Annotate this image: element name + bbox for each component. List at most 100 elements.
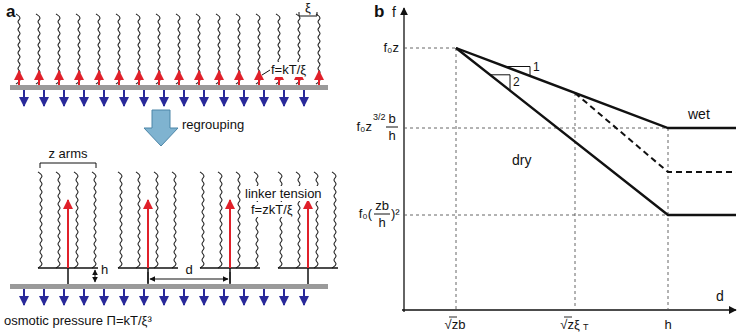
polymer-chain: [56, 14, 60, 84]
force-formula: f=kT/ξ: [270, 62, 307, 77]
linker-stem: [229, 268, 231, 284]
polymer-chain: [92, 172, 96, 268]
numerator: b: [388, 111, 395, 126]
force-arrow: [38, 71, 40, 85]
force-arrow: [223, 289, 225, 305]
y-axis: [403, 8, 404, 312]
dimension-tick: [148, 272, 149, 283]
denominator: h: [378, 215, 385, 230]
force-arrow: [203, 90, 205, 106]
polymer-chain: [76, 14, 80, 84]
guide-lines: [404, 48, 668, 310]
axis-label: d: [716, 288, 724, 304]
force-arrow: [63, 289, 65, 305]
force-arrow: [78, 71, 80, 85]
force-arrow: [143, 289, 145, 305]
polymer-chain: [96, 14, 100, 84]
polymer-chain: [316, 14, 320, 84]
force-arrow: [238, 71, 240, 85]
force-arrow: [303, 289, 305, 305]
polymer-chain: [38, 172, 42, 268]
leader-line: [262, 70, 270, 75]
force-arrow: [147, 200, 149, 268]
polymer-chain: [74, 172, 78, 268]
force-arrow: [243, 90, 245, 106]
force-arrow: [283, 289, 285, 305]
force-arrow: [229, 200, 231, 268]
height-label: h: [101, 262, 108, 277]
polymer-chain: [116, 14, 120, 84]
slope-label: 1: [533, 60, 540, 74]
arms-brace: [40, 163, 96, 168]
polymer-chain: [236, 14, 240, 84]
h-dimension: [95, 270, 96, 282]
force-arrow: [67, 200, 69, 268]
force-arrow: [43, 289, 45, 305]
force-arrow: [243, 289, 245, 305]
force-arrow: [183, 90, 185, 106]
force-arrow: [98, 71, 100, 85]
force-arrow: [318, 71, 320, 85]
force-arrows: [19, 71, 338, 305]
panel-letter: a: [6, 2, 15, 22]
slope-triangle: [490, 75, 510, 91]
wet-curve: [456, 48, 736, 128]
polymer-chain: [36, 14, 40, 84]
force-arrow: [23, 289, 25, 305]
polymer-chain: [236, 172, 240, 268]
distance-label: d: [184, 262, 193, 277]
polymer-chain: [176, 14, 180, 84]
force-arrow: [23, 90, 25, 106]
polymer-chain: [216, 14, 220, 84]
exponent: 3/2: [373, 112, 386, 122]
fraction-bar: [386, 127, 398, 128]
force-arrow: [158, 71, 160, 85]
force-arrow: [83, 90, 85, 106]
force-arrow: [18, 71, 20, 85]
force-arrow: [163, 289, 165, 305]
force-arrow: [123, 289, 125, 305]
force-arrow: [203, 289, 205, 305]
tick-label: √zb: [445, 317, 466, 332]
polymer-chain: [256, 14, 260, 84]
tension-label: linker tension: [244, 186, 323, 201]
axis-label: f: [392, 4, 396, 20]
force-arrow: [103, 289, 105, 305]
polymer-chain: [16, 14, 20, 84]
numerator: zb: [375, 198, 389, 213]
force-arrow: [138, 71, 140, 85]
surface: [10, 284, 328, 289]
force-arrow: [58, 71, 60, 85]
force-arrow: [223, 90, 225, 106]
polymer-chain: [172, 172, 176, 268]
tick-label: √zξ: [560, 317, 579, 332]
arms-label: z arms: [49, 146, 88, 161]
pressure-label: osmotic pressure Π=kT/ξ³: [4, 313, 152, 328]
polymer-chains: [16, 14, 336, 268]
regime-label: dry: [512, 152, 531, 168]
polymer-chain: [156, 14, 160, 84]
linker-stem: [307, 268, 309, 284]
force-arrow: [63, 90, 65, 106]
regime-label: wet: [688, 106, 710, 122]
fraction-bar: [374, 214, 390, 215]
step-label: regrouping: [182, 117, 244, 132]
polymer-chain: [118, 172, 122, 268]
polymer-chain: [154, 172, 158, 268]
d-dimension: [150, 279, 228, 280]
force-arrow: [103, 90, 105, 106]
tick-label: h: [664, 317, 671, 332]
x-axis: [402, 309, 736, 310]
polymer-chain: [332, 172, 336, 268]
force-arrow: [83, 289, 85, 305]
level-label: )²: [391, 206, 400, 221]
surface: [10, 85, 328, 90]
level-label: f₀z: [383, 40, 399, 55]
denominator: h: [388, 128, 395, 143]
force-arrow: [263, 90, 265, 106]
force-formula: f=zkT/ξ: [250, 202, 294, 217]
linker-stem: [147, 268, 149, 284]
subscript: T: [583, 322, 589, 332]
